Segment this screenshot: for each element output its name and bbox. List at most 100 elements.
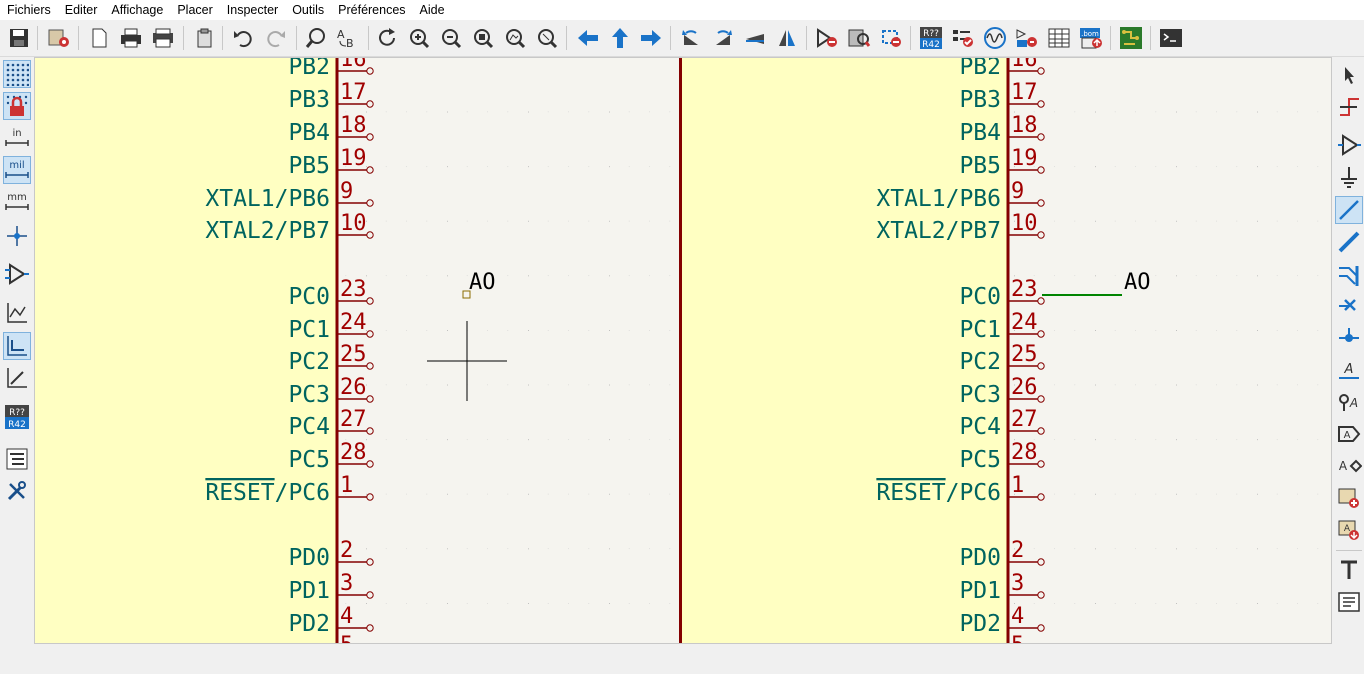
menu-fichiers[interactable]: Fichiers (7, 3, 51, 17)
mirror-vertical-icon[interactable] (742, 25, 768, 51)
menu-affichage[interactable]: Affichage (111, 3, 164, 17)
line-mode-45-icon[interactable] (3, 364, 31, 392)
redo-icon[interactable] (263, 25, 289, 51)
annotate-left-icon[interactable]: R??R42 (3, 403, 31, 431)
menu-outils[interactable]: Outils (292, 3, 325, 17)
zoom-fit-icon[interactable] (470, 25, 496, 51)
left-pin-end-14[interactable] (366, 591, 374, 599)
net-label-anchor[interactable] (462, 290, 471, 299)
import-sheet-pin-icon[interactable]: A (1335, 516, 1363, 544)
add-no-connect-icon[interactable] (1335, 292, 1363, 320)
line-mode-90-icon[interactable] (3, 332, 31, 360)
scripting-console-icon[interactable] (1158, 25, 1184, 51)
right-pin-end-4[interactable] (1037, 199, 1045, 207)
zoom-selection-icon[interactable] (534, 25, 560, 51)
left-pin-end-11[interactable] (366, 460, 374, 468)
hierarchy-navigator-icon[interactable] (3, 445, 31, 473)
menu-editer[interactable]: Editer (64, 3, 98, 17)
left-pin-end-10[interactable] (366, 427, 374, 435)
navigate-up-icon[interactable] (607, 25, 633, 51)
cursor-shape-icon[interactable] (3, 222, 31, 250)
left-pin-end-0[interactable] (366, 67, 374, 75)
add-label-icon[interactable]: A (1335, 356, 1363, 384)
undo-icon[interactable] (230, 25, 256, 51)
units-mm-icon[interactable]: mm (3, 188, 31, 216)
add-textbox-icon[interactable] (1335, 588, 1363, 616)
add-symbol-icon[interactable] (1335, 131, 1363, 159)
highlight-net-icon[interactable] (1335, 93, 1363, 121)
left-pin-end-7[interactable] (366, 330, 374, 338)
select-icon[interactable] (1335, 61, 1363, 89)
save-icon[interactable] (6, 25, 32, 51)
right-pin-end-14[interactable] (1037, 591, 1045, 599)
hidden-pins-icon[interactable] (3, 260, 31, 288)
menu-aide[interactable]: Aide (419, 3, 445, 17)
erc-icon[interactable] (950, 25, 976, 51)
mirror-horizontal-icon[interactable] (774, 25, 800, 51)
left-pin-end-4[interactable] (366, 199, 374, 207)
zoom-out-icon[interactable] (438, 25, 464, 51)
footprint-editor-icon[interactable] (878, 25, 904, 51)
right-pin-end-12[interactable] (1037, 493, 1045, 501)
net-label-left[interactable]: AO (469, 270, 496, 295)
zoom-objects-icon[interactable] (502, 25, 528, 51)
symbol-editor-icon[interactable] (814, 25, 840, 51)
left-pin-end-6[interactable] (366, 297, 374, 305)
left-pin-end-5[interactable] (366, 231, 374, 239)
properties-panel-icon[interactable] (3, 477, 31, 505)
rotate-cw-icon[interactable] (710, 25, 736, 51)
right-pin-end-1[interactable] (1037, 100, 1045, 108)
line-mode-free-icon[interactable] (3, 299, 31, 327)
left-pin-end-1[interactable] (366, 100, 374, 108)
menu-preferences[interactable]: Préférences (338, 3, 406, 17)
add-bus-entry-icon[interactable] (1335, 260, 1363, 288)
units-mil-icon[interactable]: mil (3, 156, 31, 184)
refresh-icon[interactable] (374, 25, 400, 51)
right-pin-end-11[interactable] (1037, 460, 1045, 468)
print-icon[interactable] (118, 25, 144, 51)
right-pin-end-6[interactable] (1037, 297, 1045, 305)
add-text-icon[interactable] (1335, 556, 1363, 584)
left-pin-end-13[interactable] (366, 558, 374, 566)
add-junction-icon[interactable] (1335, 324, 1363, 352)
annotate-icon[interactable]: R??R42 (918, 25, 944, 51)
assign-footprints-icon[interactable] (1014, 25, 1040, 51)
net-label-right[interactable]: AO (1124, 270, 1151, 295)
right-pin-end-3[interactable] (1037, 166, 1045, 174)
schematic-setup-icon[interactable] (46, 25, 72, 51)
right-pin-end-5[interactable] (1037, 231, 1045, 239)
right-pin-end-0[interactable] (1037, 67, 1045, 75)
left-pin-end-2[interactable] (366, 133, 374, 141)
generate-bom-icon[interactable]: .bom (1078, 25, 1104, 51)
units-inch-icon[interactable]: in (3, 124, 31, 152)
left-pin-end-8[interactable] (366, 362, 374, 370)
add-hier-label-icon[interactable]: A (1335, 452, 1363, 480)
right-pin-end-13[interactable] (1037, 558, 1045, 566)
navigate-forward-icon[interactable] (638, 25, 664, 51)
simulator-icon[interactable] (982, 25, 1008, 51)
add-global-label-icon[interactable]: A (1335, 420, 1363, 448)
plot-icon[interactable] (150, 25, 176, 51)
menu-inspecter[interactable]: Inspecter (226, 3, 279, 17)
rotate-ccw-icon[interactable] (678, 25, 704, 51)
find-icon[interactable] (303, 25, 329, 51)
pcb-editor-icon[interactable] (1118, 25, 1144, 51)
navigate-back-icon[interactable] (575, 25, 601, 51)
left-pin-end-12[interactable] (366, 493, 374, 501)
bom-table-icon[interactable] (1046, 25, 1072, 51)
grid-lock-icon[interactable] (3, 92, 31, 120)
left-pin-end-9[interactable] (366, 395, 374, 403)
right-pin-end-15[interactable] (1037, 624, 1045, 632)
right-pin-end-10[interactable] (1037, 427, 1045, 435)
grid-icon[interactable] (3, 60, 31, 88)
menu-placer[interactable]: Placer (177, 3, 213, 17)
symbol-browser-icon[interactable] (846, 25, 872, 51)
add-power-icon[interactable] (1335, 163, 1363, 191)
add-wire-icon[interactable] (1335, 196, 1363, 224)
paste-icon[interactable] (192, 25, 218, 51)
add-net-class-icon[interactable]: A (1335, 388, 1363, 416)
page-settings-icon[interactable] (86, 25, 112, 51)
